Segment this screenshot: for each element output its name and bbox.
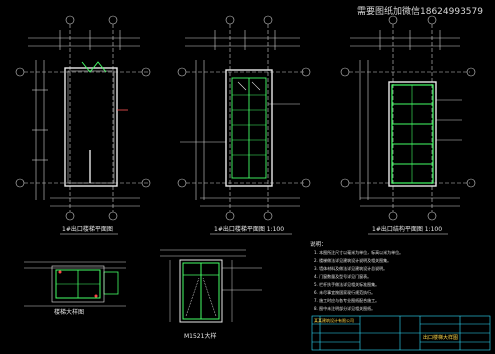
note-line: 8. 图中未注明部分详见相关图纸。 [314, 305, 375, 311]
plan-left-title: 1#出口楼梯平面图 [62, 225, 113, 233]
watermark-text: 需要图纸加微信18624993579 [357, 5, 483, 17]
title-block [311, 315, 491, 351]
plan-mid-stairs [225, 69, 273, 187]
detail-b-title: M1521大样 [184, 332, 216, 340]
detail-b [160, 249, 262, 323]
note-line: 3. 墙体材料及做法详见建筑设计总说明。 [314, 265, 387, 271]
plan-mid-title: 1#出口楼梯平面图 1:100 [214, 225, 284, 233]
plan-left [15, 15, 151, 221]
note-line: 4. 门窗数量及型号详见门窗表。 [314, 273, 371, 279]
detail-a-title: 楼梯大样图 [54, 308, 84, 316]
plan-right [340, 15, 476, 221]
note-line: 1. 本图所注尺寸以毫米为单位，标高以米为单位。 [314, 249, 403, 255]
plan-right-title: 1#出口结构平面图 1:100 [372, 225, 442, 233]
title-block-drawing-name: 出口楼梯大样图 [423, 334, 458, 341]
plan-right-structure [388, 81, 437, 187]
notes-heading: 说明： [310, 240, 327, 248]
note-line: 5. 栏杆扶手做法详见相关标准图集。 [314, 281, 379, 287]
plan-mid [177, 15, 311, 221]
note-line: 2. 楼梯做法详见建筑设计说明及相关图集。 [314, 257, 391, 263]
detail-a [24, 261, 126, 307]
plan-left-walls [64, 61, 128, 187]
note-line: 6. 未尽事宜按国家现行规范执行。 [314, 289, 375, 295]
note-line: 7. 施工时应与各专业图纸配合施工。 [314, 297, 379, 303]
notes-list: 1. 本图所注尺寸以毫米为单位，标高以米为单位。 2. 楼梯做法详见建筑设计说明… [314, 249, 403, 311]
title-block-company: 某某建筑设计有限公司 [314, 317, 354, 323]
